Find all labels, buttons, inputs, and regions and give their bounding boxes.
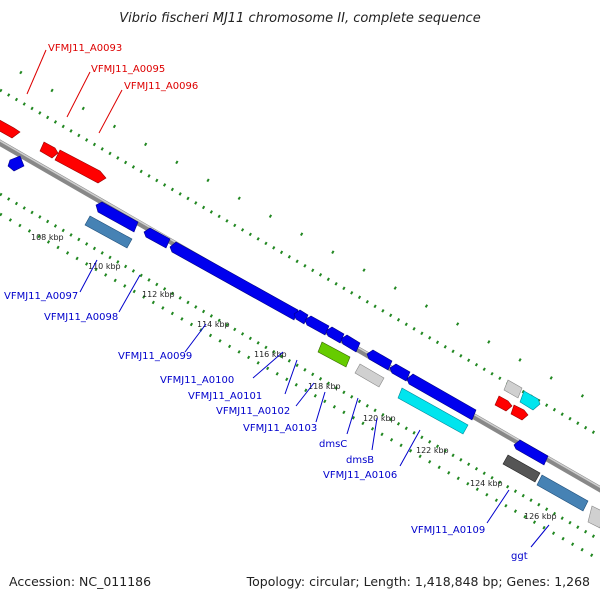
leader-line: [530, 524, 550, 548]
tick-label: 110 kbp: [88, 262, 121, 271]
tick-label: 126 kbp: [524, 512, 557, 521]
gene-VFMJ11_A0096[interactable]: [54, 149, 107, 184]
gene-VFMJ11_A0102[interactable]: [325, 326, 345, 344]
label-VFMJ11_A0102[interactable]: VFMJ11_A0102: [216, 406, 290, 417]
label-VFMJ11_A0100[interactable]: VFMJ11_A0100: [160, 375, 234, 386]
gene-VFMJ11_A0099[interactable]: [169, 241, 299, 321]
gene-VFMJ11_A0106[interactable]: [406, 373, 477, 421]
leader-line: [399, 429, 421, 467]
dotted-guide-outer-2: [19, 70, 600, 408]
leader-line: [284, 359, 298, 395]
gene-VFMJ11_A0095[interactable]: [39, 141, 59, 159]
tick-label: 108 kbp: [31, 233, 64, 242]
leader-line: [66, 71, 91, 118]
tick-label: 118 kbp: [308, 382, 341, 391]
tick-label: 112 kbp: [142, 290, 175, 299]
tick-label: 120 kbp: [363, 414, 396, 423]
gene-VFMJ11_A0093[interactable]: [0, 118, 21, 139]
label-VFMJ11_A0095[interactable]: VFMJ11_A0095: [91, 64, 165, 75]
gene-VFMJ11_A0097[interactable]: [95, 201, 139, 233]
leader-line: [295, 382, 315, 407]
label-VFMJ11_A0106[interactable]: VFMJ11_A0106: [323, 470, 397, 481]
gene-red-right-1[interactable]: [494, 395, 513, 412]
leader-line: [315, 391, 326, 423]
label-VFMJ11_A0096[interactable]: VFMJ11_A0096: [124, 81, 198, 92]
map-title: Vibrio fischeri MJ11 chromosome II, comp…: [119, 11, 480, 26]
leader-line: [79, 259, 98, 293]
gene-cyan-right[interactable]: [519, 390, 541, 411]
gene-grey-edge[interactable]: [587, 505, 600, 529]
accession-text: Accession: NC_011186: [9, 574, 151, 589]
leader-line: [184, 323, 207, 353]
label-dmsC[interactable]: dmsC: [319, 439, 347, 450]
reverse-genes: [84, 201, 600, 529]
forward-genes: [0, 118, 541, 421]
gene-dmsC-grey[interactable]: [354, 363, 385, 388]
label-dmsB[interactable]: dmsB: [346, 455, 374, 466]
leader-line: [26, 49, 47, 95]
gene-VFMJ11_A0109[interactable]: [502, 454, 541, 483]
leader-line: [486, 489, 510, 524]
dotted-guide-outer-1: [0, 88, 600, 438]
tick-labels: 108 kbp 110 kbp 112 kbp 114 kbp 116 kbp …: [31, 233, 557, 521]
tick-label: 116 kbp: [254, 350, 287, 359]
leader-line: [371, 417, 378, 451]
leader-line: [252, 351, 284, 379]
summary-text: Topology: circular; Length: 1,418,848 bp…: [246, 574, 590, 589]
gene-VFMJ11_A0101[interactable]: [304, 315, 330, 336]
gene-red-right-2[interactable]: [510, 404, 529, 421]
label-VFMJ11_A0103[interactable]: VFMJ11_A0103: [243, 423, 317, 434]
reverse-labels: VFMJ11_A0097 VFMJ11_A0098 VFMJ11_A0099 V…: [4, 259, 550, 562]
gene-cyan-lower[interactable]: [397, 387, 469, 435]
tick-label: 122 kbp: [416, 446, 449, 455]
gene-blue-right-lower[interactable]: [513, 439, 549, 466]
tick-label: 114 kbp: [197, 320, 230, 329]
leader-line: [98, 89, 123, 134]
gene-steelblue-1[interactable]: [84, 215, 133, 249]
gene-green[interactable]: [317, 341, 351, 368]
label-VFMJ11_A0099[interactable]: VFMJ11_A0099: [118, 351, 192, 362]
label-VFMJ11_A0097[interactable]: VFMJ11_A0097: [4, 291, 78, 302]
gene-steelblue-ggt[interactable]: [536, 474, 589, 512]
leader-line: [346, 397, 359, 435]
gene-blue-small-left[interactable]: [7, 155, 25, 172]
gene-VFMJ11_A0098[interactable]: [143, 227, 171, 249]
gene-VFMJ11_A0103[interactable]: [340, 334, 361, 353]
gene-dmsB[interactable]: [389, 363, 411, 382]
leader-line: [118, 274, 141, 313]
label-VFMJ11_A0101[interactable]: VFMJ11_A0101: [188, 391, 262, 402]
tick-label: 124 kbp: [470, 479, 503, 488]
label-VFMJ11_A0098[interactable]: VFMJ11_A0098: [44, 312, 118, 323]
label-ggt[interactable]: ggt: [511, 551, 528, 562]
gene-VFMJ11_A0100[interactable]: [293, 309, 309, 325]
label-VFMJ11_A0093[interactable]: VFMJ11_A0093: [48, 43, 122, 54]
gene-dmsC[interactable]: [366, 349, 393, 371]
label-VFMJ11_A0109[interactable]: VFMJ11_A0109: [411, 525, 485, 536]
dotted-guide-inner-1: [0, 192, 600, 542]
forward-labels: VFMJ11_A0093 VFMJ11_A0095 VFMJ11_A0096: [26, 43, 198, 134]
gene-grey-right[interactable]: [503, 379, 523, 399]
